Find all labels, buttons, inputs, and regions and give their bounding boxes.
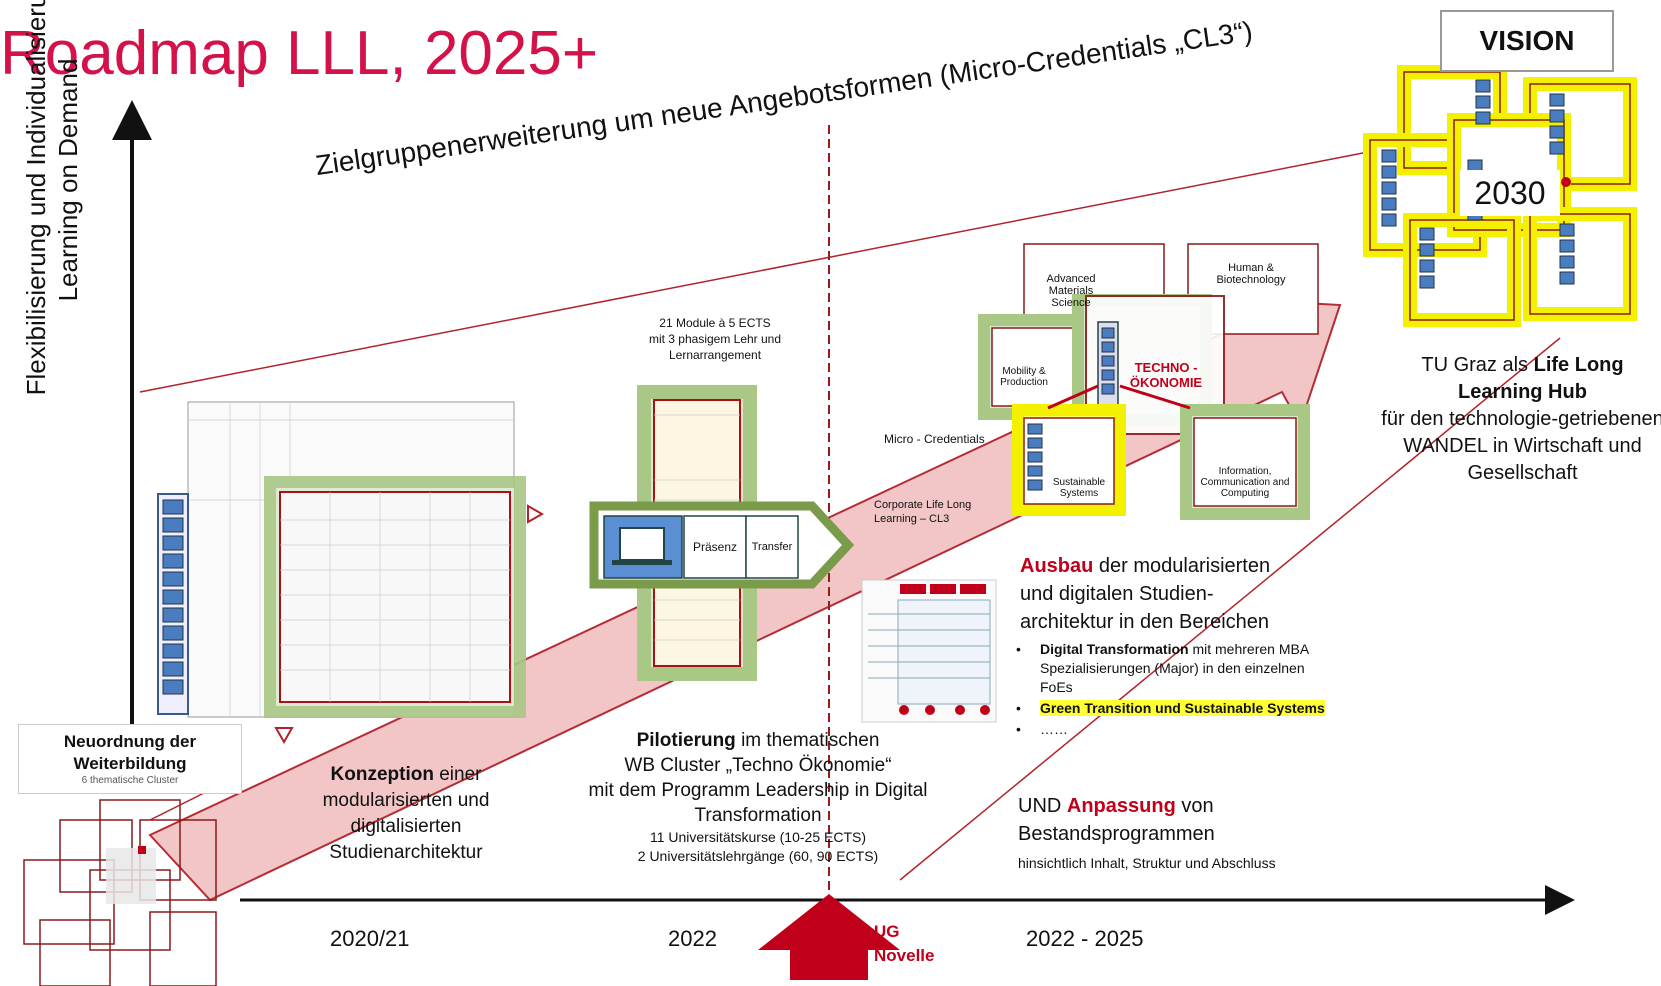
ausbau-red: Ausbau	[1020, 555, 1094, 577]
pilotierung-line6: 2 Universitätslehrgänge (60, 90 ECTS)	[637, 848, 879, 864]
cluster-mobility: Mobility & Production	[1000, 366, 1048, 388]
micro-credentials-label: Micro - Credentials	[884, 432, 985, 446]
module-caption-line2: mit 3 phasigem Lehr und	[648, 332, 782, 346]
bullet-green-transition: Green Transition und Sustainable Systems	[1010, 699, 1340, 718]
ug-line2: Novelle	[874, 946, 935, 965]
pilotierung-line4: Transformation	[694, 805, 822, 826]
cluster-sustainable: Sustainable Systems	[1052, 477, 1106, 499]
tu-graz-bold: Life Long Learning Hub	[1458, 354, 1624, 403]
ausbau-text: Ausbau der modularisierten und digitalen…	[1020, 552, 1340, 636]
timeline-2022: 2022	[668, 926, 717, 951]
pilotierung-line2: WB Cluster „Techno Ökonomie“	[624, 755, 892, 776]
y-axis-label-line2: Learning on Demand	[53, 58, 83, 302]
bullet-digital-transformation: Digital Transformation mit mehreren MBA …	[1010, 640, 1340, 697]
phase-transfer: Transfer	[748, 530, 796, 564]
cluster-information: Information, Communication and Computing	[1200, 465, 1290, 499]
phase-praesenz: Präsenz	[686, 530, 744, 564]
pilotierung-bold: Pilotierung	[636, 730, 736, 751]
und-red: Anpassung	[1066, 795, 1176, 817]
techno-line1: TECHNO -	[1134, 360, 1198, 375]
slogan-line-top	[139, 151, 1369, 393]
konzeption-text3: digitalisierten	[350, 816, 462, 837]
pilotierung-line1-rest: im thematischen	[735, 730, 880, 751]
ug-line1: UG	[874, 922, 900, 941]
tu-graz-prefix: TU Graz als	[1421, 354, 1534, 376]
ausbau-text3: architektur in den Bereichen	[1020, 611, 1270, 633]
bullet3-text: ……	[1040, 721, 1068, 737]
techno-line2: ÖKONOMIE	[1129, 375, 1203, 390]
ausbau-text2: und digitalen Studien-	[1020, 583, 1214, 605]
slogan-line-bottom	[899, 337, 1561, 881]
bullet2-text: Green Transition und Sustainable Systems	[1040, 700, 1325, 716]
pilotierung-line5: 11 Universitätskurse (10-25 ECTS)	[649, 829, 867, 845]
vision-year: 2030	[1460, 170, 1560, 216]
neuordnung-sub: 6 thematische Cluster	[81, 775, 179, 786]
und-anpassung-text: UND Anpassung von Bestandsprogrammen	[1018, 792, 1348, 848]
konzeption-text: Konzeption einer modularisierten und dig…	[286, 762, 526, 866]
module-caption-line1: 21 Module à 5 ECTS	[659, 316, 771, 330]
neuordnung-title-line2: Weiterbildung	[73, 754, 187, 773]
bullet-more: ……	[1010, 720, 1340, 739]
pilotierung-text: Pilotierung im thematischen WB Cluster „…	[548, 728, 968, 866]
bullet1-bold: Digital Transformation	[1040, 641, 1189, 657]
neuordnung-title-line1: Neuordnung der	[63, 732, 197, 751]
tu-graz-vision-text: TU Graz als Life Long Learning Hub für d…	[1380, 352, 1661, 487]
ug-novelle-arrow	[758, 894, 900, 980]
timeline-2022-2025: 2022 - 2025	[1026, 926, 1144, 951]
ausbau-bullets: Digital Transformation mit mehreren MBA …	[1010, 640, 1340, 741]
timeline-ug-novelle: UG Novelle	[874, 920, 934, 968]
und-sub: hinsichtlich Inhalt, Struktur und Abschl…	[1018, 855, 1276, 871]
konzeption-text2: modularisierten und	[322, 790, 490, 811]
corporate-lll-label: Corporate Life Long Learning – CL3	[874, 499, 972, 525]
ausbau-text1: der modularisierten	[1093, 555, 1271, 577]
cluster-advanced-materials: Advanced Materials Science	[1046, 273, 1096, 309]
bullet1-rest: mit mehreren MBA Spezialisierungen (Majo…	[1040, 641, 1309, 695]
pilotierung-line3: mit dem Programm Leadership in Digital	[588, 780, 928, 801]
module-caption-line3: Lernarrangement	[668, 348, 762, 362]
tu-graz-rest: für den technologie-getriebenen WANDEL i…	[1381, 408, 1661, 484]
vision-label: VISION	[1440, 10, 1614, 72]
cluster-human-biotech: Human & Biotechnology	[1216, 262, 1286, 286]
konzeption-text4: Studienarchitektur	[329, 842, 483, 863]
y-axis-label-line1: Flexibilisierung und Individualisierung	[21, 0, 51, 396]
konzeption-bold: Konzeption	[330, 764, 434, 785]
module-caption: 21 Module à 5 ECTS mit 3 phasigem Lehr u…	[620, 315, 810, 363]
neuordnung-box: Neuordnung der Weiterbildung 6 thematisc…	[18, 724, 242, 794]
timeline-2020-21: 2020/21	[330, 926, 410, 951]
konzeption-text1: einer	[433, 764, 482, 785]
y-axis-label: Flexibilisierung und Individualisierung …	[20, 0, 84, 460]
und-line2: Bestandsprogrammen	[1018, 823, 1215, 845]
und-prefix: UND	[1018, 795, 1067, 817]
cluster-techno-oekonomie: TECHNO - ÖKONOMIE	[1118, 360, 1214, 390]
und-rest: von	[1175, 795, 1214, 817]
page-title: Roadmap LLL, 2025+	[0, 19, 599, 88]
neuordnung-title: Neuordnung der Weiterbildung	[19, 725, 241, 775]
